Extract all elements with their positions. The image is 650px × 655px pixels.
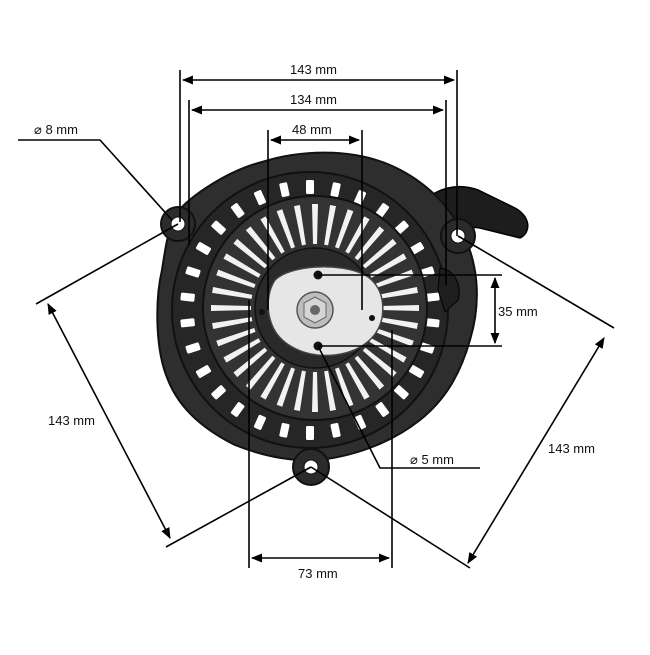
vent-spoke: [312, 204, 318, 244]
vent-slot: [211, 385, 226, 400]
vent-spoke: [260, 216, 285, 254]
vent-spoke: [369, 253, 407, 278]
vent-spoke: [335, 209, 354, 249]
label-hub-height: 35 mm: [498, 304, 538, 319]
vent-spoke: [335, 367, 354, 407]
vent-slot: [195, 242, 211, 255]
vent-spoke: [211, 305, 251, 311]
vent-spoke: [369, 338, 407, 363]
vent-slot: [394, 385, 409, 400]
label-width-inner: 134 mm: [290, 92, 337, 107]
vent-spoke: [276, 209, 295, 249]
label-small-hole: ⌀ 5 mm: [410, 452, 454, 467]
vent-slot: [375, 203, 390, 218]
vent-spoke: [276, 367, 295, 407]
vent-slot: [279, 422, 290, 438]
vent-spoke: [223, 338, 261, 363]
small-hole-right: [369, 315, 375, 321]
vent-slot: [230, 402, 245, 417]
vent-slot: [185, 342, 201, 354]
vent-slot: [230, 203, 245, 218]
vent-spoke: [245, 355, 276, 390]
vent-spoke: [233, 238, 268, 269]
label-right-diagonal: 143 mm: [548, 441, 595, 456]
hub-bore: [310, 305, 320, 315]
vent-slot: [330, 182, 341, 198]
vent-slot: [180, 318, 195, 328]
vent-spoke: [362, 347, 397, 378]
vent-spoke: [345, 216, 370, 254]
dimension-lines: [18, 70, 615, 569]
label-width-outer: 143 mm: [290, 62, 337, 77]
vent-spoke: [212, 286, 253, 299]
vent-slot: [279, 182, 290, 198]
vent-spoke: [293, 205, 306, 246]
vent-spoke: [377, 317, 418, 330]
vent-spoke: [212, 317, 253, 330]
vent-slot: [253, 414, 266, 430]
vent-spoke: [260, 362, 285, 400]
vent-spoke: [362, 238, 397, 269]
vent-slot: [253, 190, 266, 206]
vent-spoke: [379, 305, 419, 311]
vent-spoke: [293, 370, 306, 411]
vent-spoke: [233, 347, 268, 378]
vent-slot: [425, 318, 440, 328]
starter-housing: [156, 151, 529, 486]
vent-spoke: [377, 286, 418, 299]
vent-spoke: [324, 370, 337, 411]
vent-spoke: [223, 253, 261, 278]
vent-slot: [306, 180, 314, 194]
vent-spoke: [354, 355, 385, 390]
vent-spoke: [345, 362, 370, 400]
label-bottom-width: 73 mm: [298, 566, 338, 581]
vent-spoke: [374, 328, 414, 347]
vent-slot: [375, 402, 390, 417]
vent-spoke: [216, 328, 256, 347]
vent-slot: [425, 292, 440, 302]
vent-spoke: [216, 269, 256, 288]
vent-slot: [180, 292, 195, 302]
vent-slot: [211, 220, 226, 235]
vent-slot: [330, 422, 341, 438]
small-hole-left: [259, 309, 265, 315]
vent-slot: [185, 266, 201, 278]
inner-vent-spokes: [211, 204, 419, 412]
label-left-diagonal: 143 mm: [48, 413, 95, 428]
vent-slot: [195, 365, 211, 378]
label-hole-diameter: ⌀ 8 mm: [34, 122, 78, 137]
vent-spoke: [324, 205, 337, 246]
vent-slot: [354, 190, 367, 206]
label-hub-width: 48 mm: [292, 122, 332, 137]
vent-spoke: [312, 372, 318, 412]
vent-slot: [409, 365, 425, 378]
vent-slot: [354, 414, 367, 430]
vent-slot: [306, 426, 314, 440]
